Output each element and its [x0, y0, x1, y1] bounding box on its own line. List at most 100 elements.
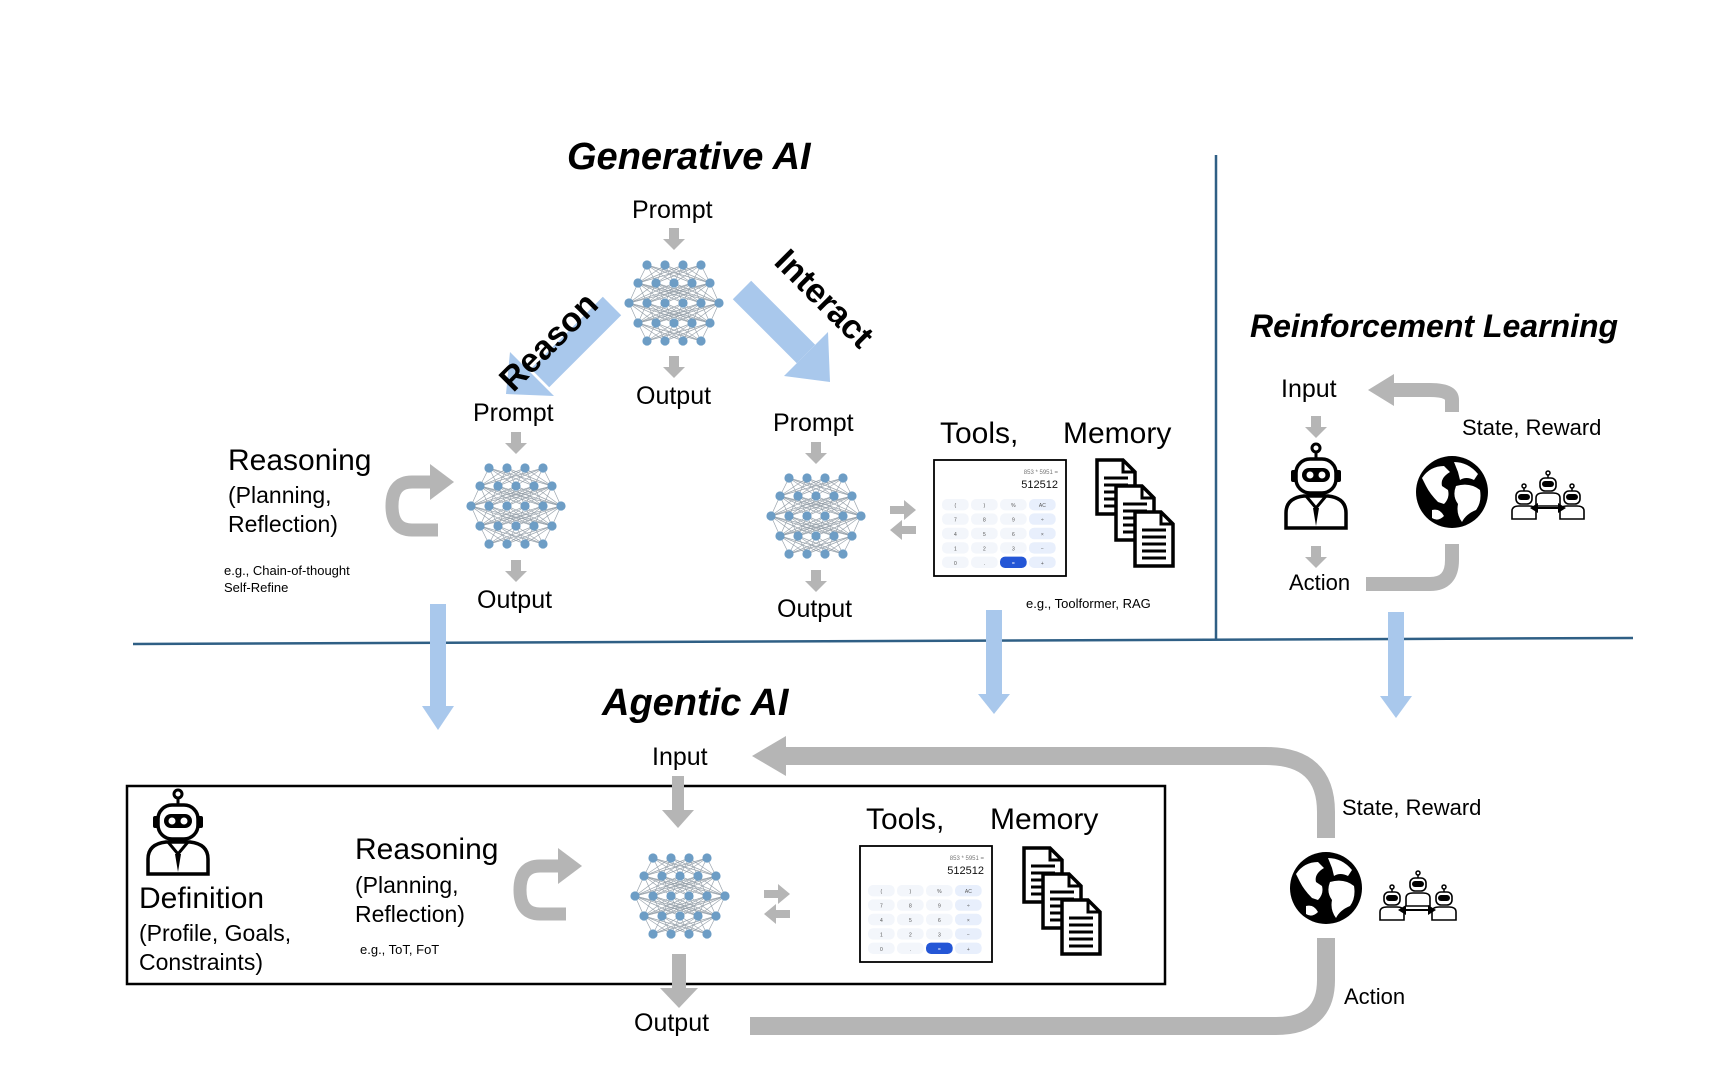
svg-text:0: 0: [880, 947, 883, 953]
memory-label: Memory: [1063, 417, 1172, 450]
svg-text:2: 2: [909, 932, 912, 938]
top-prompt-arrow: [663, 228, 685, 250]
svg-text:+: +: [967, 947, 970, 953]
interact-output-arrow: [805, 570, 827, 592]
svg-text:AC: AC: [1039, 503, 1046, 509]
svg-text:+: +: [1041, 561, 1044, 567]
interact-swap-arrows: [890, 500, 916, 540]
svg-text:1: 1: [880, 932, 883, 938]
svg-text:0: 0: [954, 561, 957, 567]
agentic-memory-label: Memory: [990, 803, 1099, 836]
memory-documents-icon: [1095, 458, 1175, 568]
svg-text:9: 9: [1012, 518, 1015, 524]
agentic-feedback-loop: [750, 736, 1335, 1035]
svg-text:×: ×: [967, 918, 970, 924]
top-output-label: Output: [636, 382, 712, 410]
agentic-swap-arrows: [764, 884, 790, 924]
rl-state-reward-label: State, Reward: [1462, 415, 1602, 440]
agentic-memory-documents-icon: [1022, 846, 1102, 956]
svg-text:.: .: [910, 947, 911, 953]
definition-robot-icon: [146, 788, 210, 876]
reason-prompt-label: Prompt: [473, 399, 554, 427]
svg-text:7: 7: [880, 904, 883, 910]
interact-prompt-arrow: [805, 442, 827, 464]
agentic-reasoning-sub2: Reflection): [355, 901, 465, 927]
agentic-action-label: Action: [1344, 984, 1406, 1009]
rl-action-label: Action: [1289, 570, 1351, 595]
tools-label: Tools,: [940, 417, 1019, 450]
rl-feedback-loop: [1366, 374, 1459, 591]
rl-down-arrow: [1380, 612, 1412, 718]
svg-text:×: ×: [1041, 532, 1044, 538]
tools-example: e.g., Toolformer, RAG: [1026, 596, 1151, 611]
agentic-input-label: Input: [652, 743, 708, 771]
svg-text:=: =: [938, 947, 941, 953]
svg-text:=: =: [1012, 561, 1015, 567]
agentic-output-arrow: [660, 954, 698, 1008]
reasoning-down-arrow: [422, 604, 454, 730]
rl-title: Reinforcement Learning: [1250, 308, 1619, 344]
svg-text:4: 4: [880, 918, 883, 924]
rl-action-arrow: [1305, 546, 1327, 568]
reason-network-icon: [465, 462, 567, 550]
tools-down-arrow: [978, 610, 1010, 714]
definition-sub1: (Profile, Goals,: [139, 920, 292, 946]
agentic-state-reward-label: State, Reward: [1342, 795, 1482, 820]
reasoning-example-1: e.g., Chain-of-thought: [224, 563, 350, 578]
definition-sub2: Constraints): [139, 949, 263, 975]
agentic-tools-label: Tools,: [866, 803, 945, 836]
reasoning-sub1: (Planning,: [228, 482, 332, 508]
svg-text:): ): [910, 889, 912, 895]
svg-text:8: 8: [983, 518, 986, 524]
reasoning-sub2: Reflection): [228, 511, 338, 537]
interact-output-label: Output: [777, 595, 853, 623]
horizontal-divider: [132, 636, 1634, 646]
svg-text:−: −: [1041, 546, 1044, 552]
svg-text:(: (: [881, 889, 883, 895]
agentic-ai-title: Agentic AI: [602, 682, 789, 724]
svg-text:AC: AC: [965, 889, 972, 895]
rl-input-label: Input: [1281, 375, 1337, 403]
reasoning-example-2: Self-Refine: [224, 580, 289, 595]
top-prompt-label: Prompt: [632, 196, 713, 224]
agentic-reasoning-sub1: (Planning,: [355, 872, 459, 898]
svg-text:÷: ÷: [967, 904, 970, 910]
svg-text:512512: 512512: [947, 865, 984, 877]
svg-text:6: 6: [938, 918, 941, 924]
svg-text:853 * 5951 =: 853 * 5951 =: [1024, 470, 1059, 476]
svg-text:5: 5: [983, 532, 986, 538]
agentic-network-icon: [629, 852, 731, 940]
reasoning-title: Reasoning: [228, 444, 372, 477]
svg-text:÷: ÷: [1041, 518, 1044, 524]
reason-arrow: [506, 296, 622, 396]
generative-ai-title: Generative AI: [567, 136, 811, 178]
agentic-input-arrow: [662, 776, 694, 828]
svg-text:4: 4: [954, 532, 957, 538]
rl-multi-agent-icon: [1511, 470, 1585, 520]
reason-prompt-arrow: [505, 432, 527, 454]
svg-text:1: 1: [954, 546, 957, 552]
svg-text:9: 9: [938, 904, 941, 910]
reasoning-loop-arrow: [392, 464, 454, 530]
svg-text:512512: 512512: [1021, 479, 1058, 491]
agentic-reasoning-example: e.g., ToT, FoT: [360, 942, 440, 957]
interact-arrow: [732, 280, 830, 382]
svg-text:.: .: [984, 561, 985, 567]
svg-text:%: %: [1011, 503, 1016, 509]
svg-text:3: 3: [1012, 546, 1015, 552]
svg-text:3: 3: [938, 932, 941, 938]
svg-text:%: %: [937, 889, 942, 895]
svg-text:8: 8: [909, 904, 912, 910]
svg-text:−: −: [967, 932, 970, 938]
rl-globe-icon: [1416, 456, 1488, 528]
definition-title: Definition: [139, 882, 265, 915]
rl-robot-icon: [1284, 442, 1348, 530]
top-output-arrow: [663, 356, 685, 378]
svg-text:6: 6: [1012, 532, 1015, 538]
svg-text:): ): [984, 503, 986, 509]
svg-text:7: 7: [954, 518, 957, 524]
top-network-icon: [623, 259, 725, 347]
agentic-reasoning-title: Reasoning: [355, 833, 499, 866]
